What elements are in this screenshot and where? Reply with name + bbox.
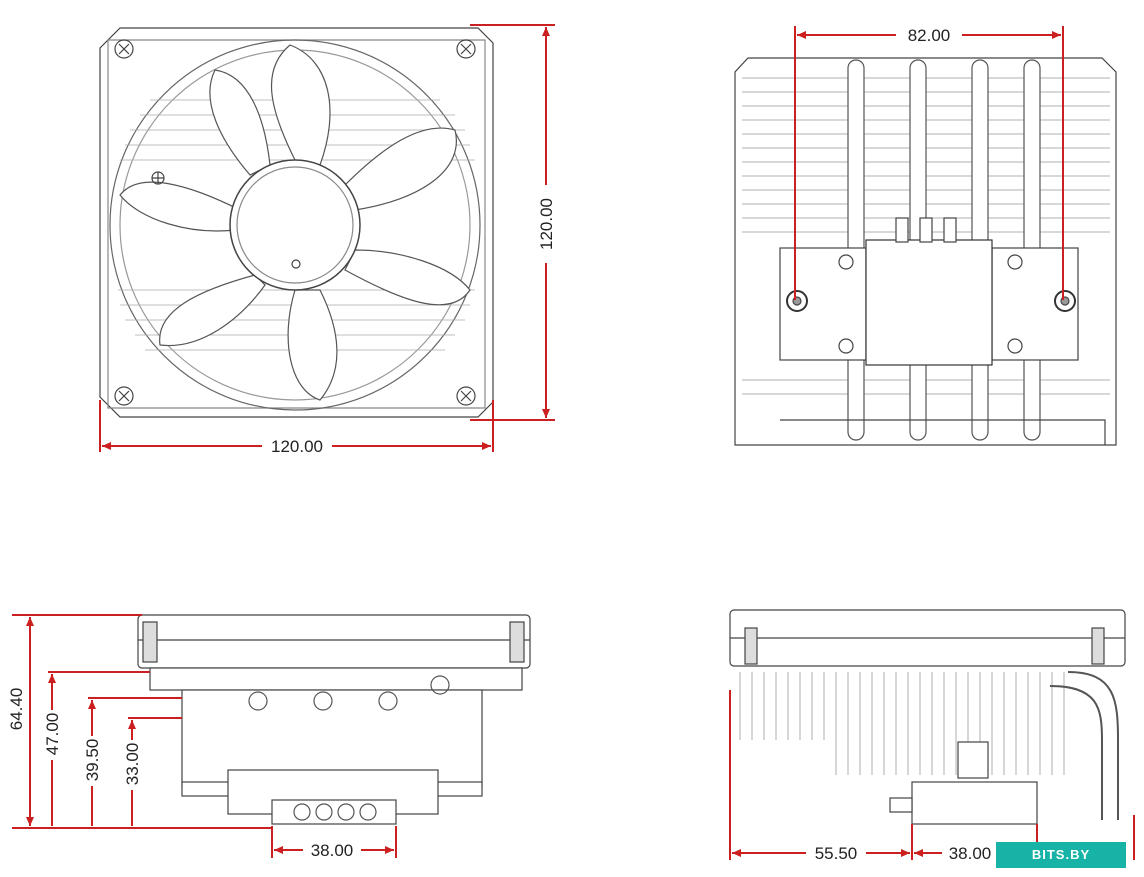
dimension-label-82: 82.00 [908, 26, 951, 45]
dimension-height-39: 39.50 [82, 697, 182, 826]
dimension-label-38-right: 38.00 [949, 844, 992, 863]
cooler-side-view-right [729, 609, 1126, 825]
dimension-height-33: 33.00 [122, 717, 182, 826]
dimension-base-38-left: 38.00 [271, 826, 397, 860]
dimension-label-64-40: 64.40 [7, 688, 26, 731]
dimension-label-120-width: 120.00 [271, 437, 323, 456]
watermark-logo: BITS.BY [996, 842, 1126, 868]
dimension-top-width: 120.00 [99, 400, 494, 456]
dimension-hole-spacing: 82.00 [794, 25, 1064, 300]
dimension-top-height: 120.00 [470, 24, 556, 421]
dimension-label-39-50: 39.50 [83, 739, 102, 782]
cooler-side-view-left [137, 614, 531, 825]
dimension-label-33: 33.00 [123, 743, 142, 786]
dimension-label-38-left: 38.00 [311, 841, 354, 860]
dimension-label-55-50: 55.50 [815, 844, 858, 863]
fan-top-view [99, 27, 494, 418]
dimension-height-64: 64.40 [7, 614, 272, 829]
dimension-offset-55: 55.50 [729, 690, 913, 863]
heatsink-front-view [734, 57, 1117, 446]
dimension-height-47: 47.00 [42, 671, 150, 826]
dimension-label-47: 47.00 [43, 713, 62, 756]
dimension-label-120-height: 120.00 [537, 198, 556, 250]
